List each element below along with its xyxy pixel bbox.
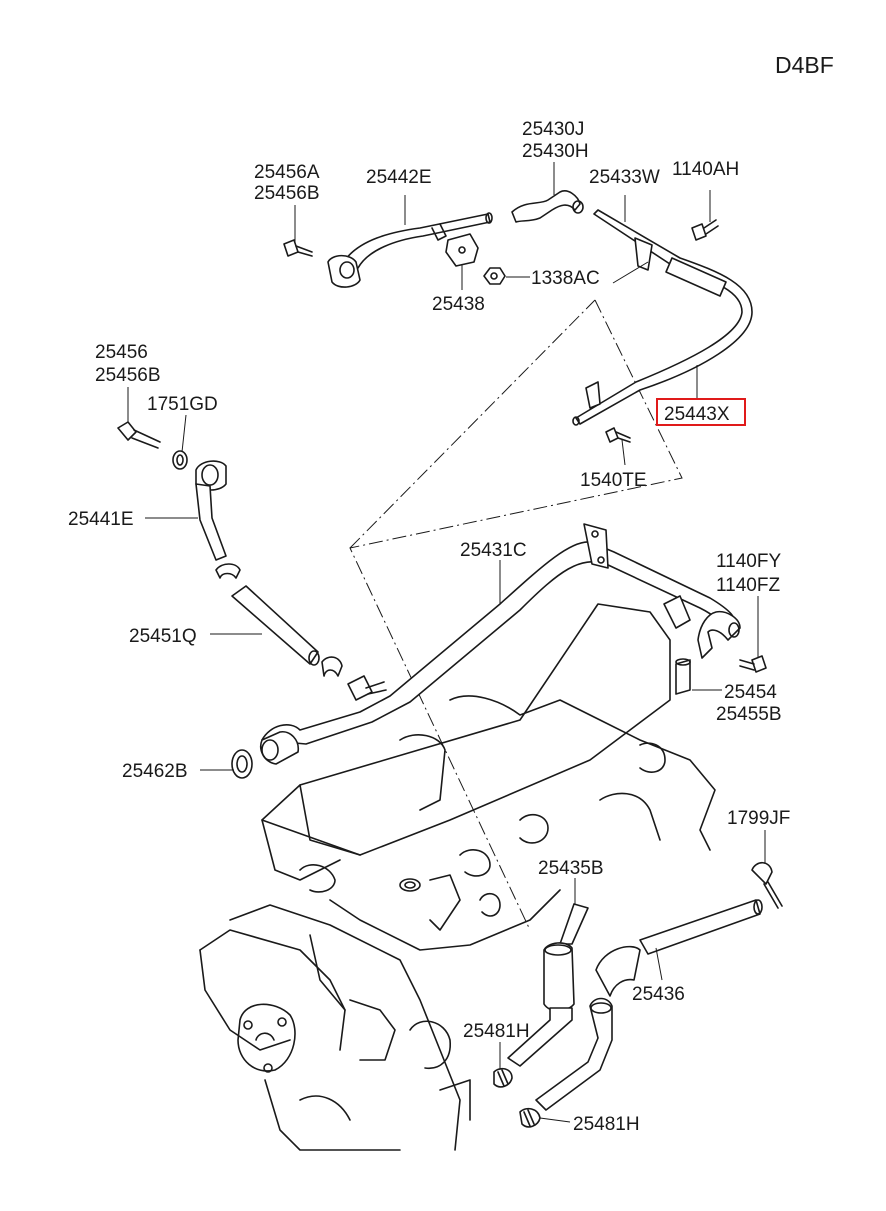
gasket-25462b[interactable]	[231, 749, 253, 779]
clamp-25481h-lower[interactable]	[519, 1107, 541, 1128]
clip-1799jf[interactable]	[751, 861, 783, 909]
label-25481h-upper[interactable]: 25481H	[463, 1021, 530, 1042]
label-25456b-top[interactable]: 25456B	[254, 183, 320, 204]
leader-lines	[127, 162, 766, 1123]
pipe-25442e[interactable]	[327, 212, 493, 288]
washer-1751gd[interactable]	[172, 450, 188, 470]
label-25443x[interactable]: 25443X	[664, 404, 730, 425]
label-25438[interactable]: 25438	[432, 294, 485, 315]
bracket-25438[interactable]	[445, 233, 479, 267]
label-1140ah[interactable]: 1140AH	[672, 159, 739, 180]
label-1140fz[interactable]: 1140FZ	[716, 575, 780, 596]
label-25431c[interactable]: 25431C	[460, 540, 527, 561]
callout-frame-top	[349, 299, 596, 549]
label-25442e[interactable]: 25442E	[366, 167, 432, 188]
label-25481h-lower[interactable]: 25481H	[573, 1114, 640, 1135]
label-25436[interactable]: 25436	[632, 984, 685, 1005]
label-25454[interactable]: 25454	[724, 682, 777, 703]
pipe-25443x[interactable]	[572, 209, 753, 426]
label-25435b[interactable]: 25435B	[538, 858, 604, 879]
clamp-lower[interactable]	[321, 656, 343, 677]
label-25441e[interactable]: 25441E	[68, 509, 134, 530]
bolt-25456a[interactable]	[283, 239, 313, 257]
label-25462b[interactable]: 25462B	[122, 761, 188, 782]
label-1751gd[interactable]: 1751GD	[147, 394, 218, 415]
label-25430j[interactable]: 25430J	[522, 119, 584, 140]
hose-25435b[interactable]	[507, 903, 589, 1067]
bolt-25456[interactable]	[117, 421, 161, 449]
label-25430h[interactable]: 25430H	[522, 141, 589, 162]
label-25456b-left[interactable]: 25456B	[95, 365, 161, 386]
label-25451q[interactable]: 25451Q	[129, 626, 197, 647]
fitting-25451[interactable]	[347, 675, 387, 701]
label-1799jf[interactable]: 1799JF	[727, 808, 790, 829]
label-1338ac[interactable]: 1338AC	[531, 268, 600, 289]
label-25456[interactable]: 25456	[95, 342, 148, 363]
pipe-25441e[interactable]	[195, 460, 227, 561]
label-25433w[interactable]: 25433W	[589, 167, 660, 188]
label-1140fy[interactable]: 1140FY	[716, 551, 781, 572]
clamp-25481h-upper[interactable]	[493, 1067, 513, 1088]
hose-25430[interactable]	[511, 190, 584, 223]
clamp-upper[interactable]	[215, 563, 241, 579]
label-1540te[interactable]: 1540TE	[580, 470, 647, 491]
label-25456a[interactable]: 25456A	[254, 162, 320, 183]
highlight-box-25443x	[656, 398, 746, 426]
bolt-1140ah[interactable]	[691, 219, 719, 241]
engine-code-label: D4BF	[775, 52, 834, 78]
nut-1338ac[interactable]	[483, 267, 506, 285]
engine-block-outline	[199, 603, 716, 1151]
hose-25451q[interactable]	[231, 585, 320, 666]
bolt-1540te[interactable]	[605, 427, 631, 443]
bolt-1140fy[interactable]	[739, 655, 767, 673]
pipe-25431c[interactable]	[260, 523, 741, 765]
hose-25454[interactable]	[675, 658, 691, 695]
label-25455b[interactable]: 25455B	[716, 704, 782, 725]
hose-25436[interactable]	[535, 899, 763, 1111]
